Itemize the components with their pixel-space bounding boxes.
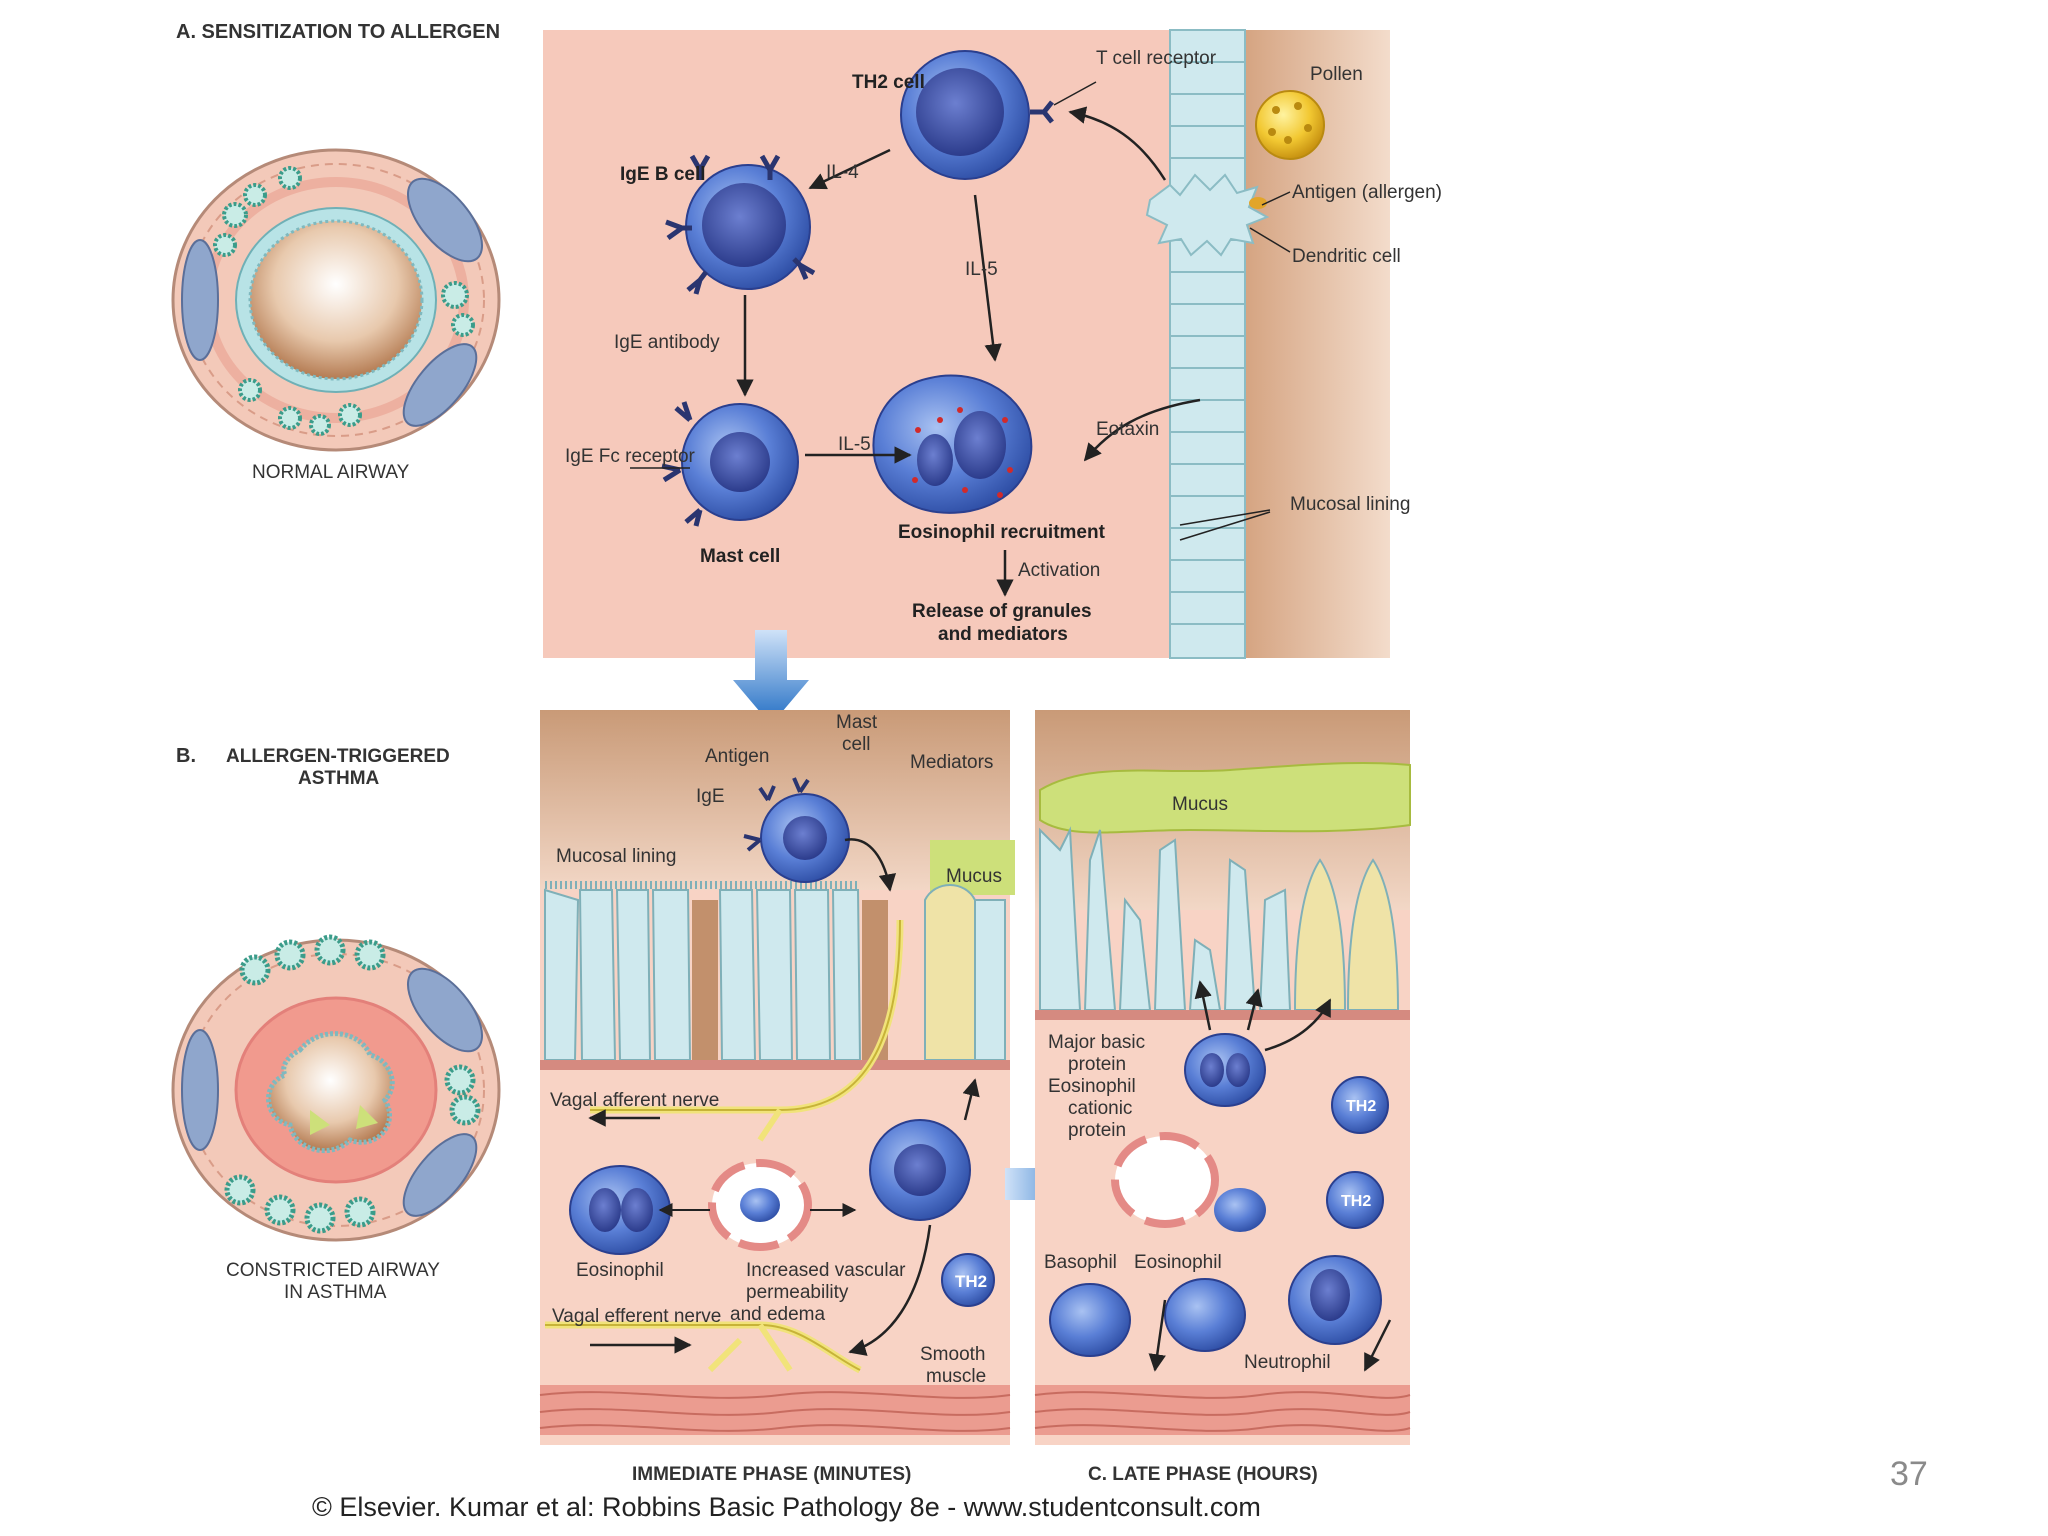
ige-fc-receptor-label: IgE Fc receptor	[565, 446, 696, 467]
eosinophil-recruitment-label: Eosinophil recruitment	[898, 522, 1106, 543]
t-cell-receptor-label: T cell receptor	[1096, 48, 1217, 69]
dendritic-cell	[1145, 173, 1270, 257]
mbp-label-line3: Eosinophil	[1048, 1076, 1136, 1097]
il4-label: IL-4	[826, 162, 859, 183]
antigen-particle	[1249, 197, 1267, 209]
th2-label-c2: TH2	[1341, 1193, 1371, 1210]
mucus-label-c: Mucus	[1172, 794, 1228, 815]
antigen-label-b: Antigen	[705, 746, 769, 767]
mbp-label-line2: protein	[1068, 1054, 1126, 1075]
eotaxin-label: Eotaxin	[1096, 419, 1159, 440]
vascular-label-line1: Increased vascular	[746, 1260, 906, 1281]
late-phase-label: C. LATE PHASE (HOURS)	[1088, 1464, 1318, 1485]
th2-cell-label: TH2 cell	[852, 72, 925, 93]
mbp-label-line5: protein	[1068, 1120, 1126, 1141]
mast-cell	[661, 401, 799, 527]
normal-airway-label: NORMAL AIRWAY	[252, 462, 410, 483]
eosinophil-label-b: Eosinophil	[576, 1260, 664, 1281]
mediators-label: Mediators	[910, 752, 993, 773]
th2-label-b: TH2	[955, 1272, 987, 1291]
th2-cell	[900, 50, 1054, 180]
release-label-line2: and mediators	[938, 624, 1068, 645]
immediate-phase-label: IMMEDIATE PHASE (MINUTES)	[632, 1464, 911, 1485]
immediate-phase-panel	[539, 710, 1015, 1445]
vascular-label-line2: permeability	[746, 1282, 849, 1303]
sensitization-panel	[543, 29, 1390, 659]
epithelium-column	[1169, 29, 1246, 659]
constricted-airway-diagram	[171, 934, 501, 1242]
release-label-line1: Release of granules	[912, 601, 1092, 622]
constricted-airway-label-line1: CONSTRICTED AIRWAY	[226, 1260, 440, 1281]
mbp-label-line1: Major basic	[1048, 1032, 1145, 1053]
th2-label-c1: TH2	[1346, 1098, 1376, 1115]
down-arrow-to-b	[733, 630, 809, 725]
mucosal-lining-label: Mucosal lining	[1290, 494, 1410, 515]
pollen-label: Pollen	[1310, 64, 1363, 85]
mast-cell-label: Mast cell	[700, 546, 780, 567]
section-b-heading-line1: ALLERGEN-TRIGGERED	[226, 746, 450, 767]
copyright-credit: © Elsevier. Kumar et al: Robbins Basic P…	[312, 1492, 1261, 1522]
eosinophil-cell	[872, 374, 1033, 514]
ige-label-b: IgE	[696, 786, 725, 807]
antigen-allergen-label: Antigen (allergen)	[1292, 182, 1442, 203]
il5-vertical-label: IL-5	[965, 259, 998, 280]
normal-airway-diagram	[171, 148, 501, 452]
section-b-heading-line2: ASTHMA	[298, 768, 380, 789]
mbp-label-line4: cationic	[1068, 1098, 1132, 1119]
mast-cell-label-b-line2: cell	[842, 734, 871, 755]
ige-antibody-label: IgE antibody	[614, 332, 720, 353]
late-phase-panel	[1034, 710, 1411, 1445]
section-b-letter: B.	[176, 745, 196, 767]
mucosal-lining-label-b: Mucosal lining	[556, 846, 676, 867]
basophil-label: Basophil	[1044, 1252, 1117, 1273]
ige-b-cell-label: IgE B cell	[620, 164, 706, 185]
pollen-grain	[1255, 90, 1325, 160]
activation-label: Activation	[1018, 560, 1100, 581]
mast-cell-label-b-line1: Mast	[836, 712, 878, 733]
section-a-heading: A. SENSITIZATION TO ALLERGEN	[176, 21, 500, 43]
ige-b-cell	[665, 154, 816, 295]
constricted-airway-label-line2: IN ASTHMA	[284, 1282, 387, 1303]
page-number: 37	[1890, 1455, 1928, 1493]
smooth-muscle-label-line2: muscle	[926, 1366, 986, 1387]
mucus-label-b: Mucus	[946, 866, 1002, 887]
vagal-afferent-label: Vagal afferent nerve	[550, 1090, 719, 1111]
vagal-efferent-label: Vagal efferent nerve	[552, 1306, 721, 1327]
eosinophil-label-c: Eosinophil	[1134, 1252, 1222, 1273]
il5-horizontal-label: IL-5	[838, 434, 871, 455]
dendritic-cell-label: Dendritic cell	[1292, 246, 1401, 267]
smooth-muscle-label-line1: Smooth	[920, 1344, 985, 1365]
vascular-label-line3: and edema	[730, 1304, 826, 1325]
neutrophil-label: Neutrophil	[1244, 1352, 1331, 1373]
